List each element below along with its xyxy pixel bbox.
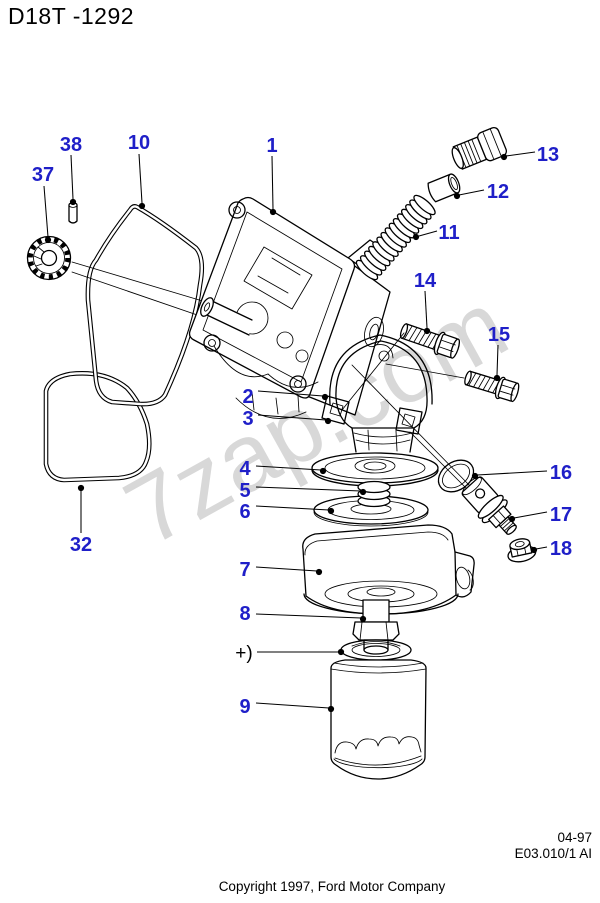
callout-label-1: 1 bbox=[266, 135, 277, 157]
sheet-info: 04-97 E03.010/1 AI bbox=[515, 830, 592, 862]
callout-label-11: 11 bbox=[438, 222, 459, 244]
part-cover-gasket-32 bbox=[43, 371, 152, 483]
part-pump-gasket-10 bbox=[85, 204, 205, 407]
callout-label-17: 17 bbox=[550, 504, 572, 526]
part-relief-plug-13 bbox=[451, 126, 508, 170]
part-nut-18 bbox=[507, 538, 537, 563]
callout-label-7: 7 bbox=[239, 559, 250, 581]
part-adapter-fitting-8 bbox=[352, 599, 400, 655]
callout-label-38: 38 bbox=[60, 134, 82, 156]
assembly-axis-gear-lines bbox=[71, 261, 207, 319]
part-dowel-pin-38 bbox=[68, 202, 78, 224]
callout-label-3: 3 bbox=[242, 408, 253, 430]
callout-label-14: 14 bbox=[414, 270, 437, 292]
copyright-notice: Copyright 1997, Ford Motor Company bbox=[218, 879, 446, 894]
callout-label-6: 6 bbox=[239, 501, 250, 523]
part-drive-gear-37 bbox=[26, 235, 72, 281]
part-bolt-14 bbox=[399, 323, 461, 359]
callout-label-37: 37 bbox=[32, 164, 54, 186]
callout-label-12: 12 bbox=[487, 181, 509, 203]
page-title: D18T -1292 bbox=[8, 3, 135, 29]
callout-label-13: 13 bbox=[537, 144, 559, 166]
part-bolt-15 bbox=[464, 370, 520, 403]
callout-label-16: 16 bbox=[550, 462, 572, 484]
part-valve-17 bbox=[461, 476, 517, 535]
leader-lines bbox=[43, 151, 548, 713]
callout-labels: 1 2 3 4 5 6 7 8 9 10 11 12 13 14 15 16 1… bbox=[32, 132, 572, 718]
part-o-ring-16 bbox=[437, 459, 475, 493]
part-oil-pump-body-1 bbox=[188, 196, 391, 419]
part-relief-spring-11 bbox=[355, 194, 436, 281]
callout-label-2: 2 bbox=[242, 386, 253, 408]
sheet-date-code: 04-97 bbox=[557, 830, 592, 845]
assembly-axis-lines bbox=[341, 332, 471, 489]
callout-label-4: 4 bbox=[239, 458, 251, 480]
callout-label-seal: +) bbox=[235, 643, 252, 664]
callout-label-8: 8 bbox=[239, 603, 250, 625]
callout-label-32: 32 bbox=[70, 534, 92, 556]
callout-label-5: 5 bbox=[239, 480, 250, 502]
part-adapter-housing-2-3 bbox=[321, 334, 433, 453]
part-oil-filter-9 bbox=[330, 659, 427, 780]
callout-label-18: 18 bbox=[550, 538, 572, 560]
sheet-drawing-code: E03.010/1 AI bbox=[514, 846, 592, 861]
part-relief-bushing-12 bbox=[427, 173, 461, 203]
callout-label-15: 15 bbox=[488, 324, 510, 346]
callout-label-9: 9 bbox=[239, 696, 250, 718]
callout-label-10: 10 bbox=[128, 132, 150, 154]
